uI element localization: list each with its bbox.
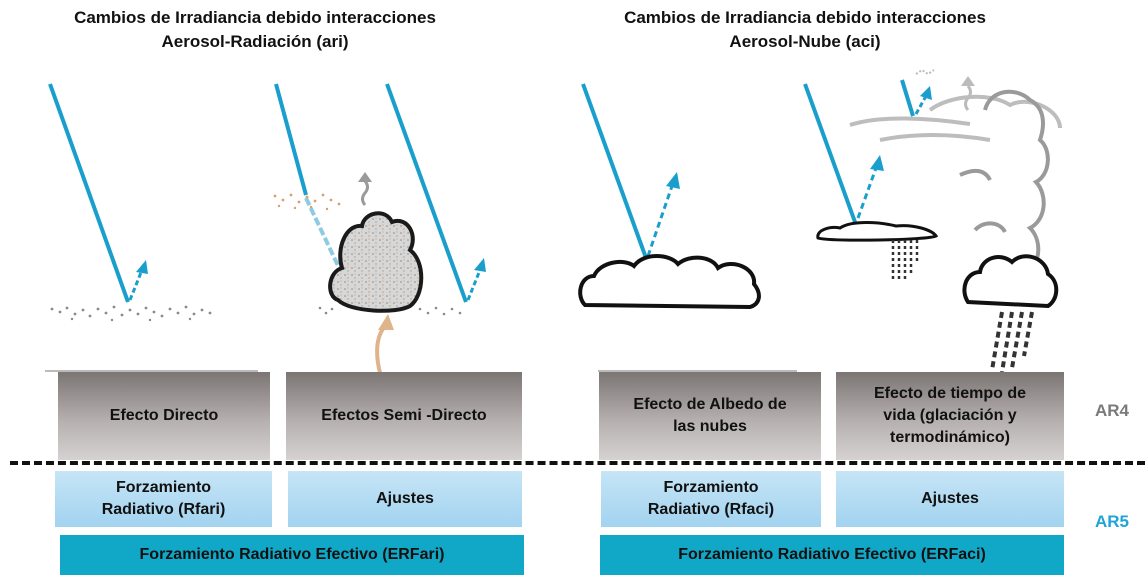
title-left-line-1: Cambios de Irradiancia debido interaccio… [74, 8, 436, 27]
albedo-line-2: las nubes [673, 418, 747, 435]
reflected-ray-icon [128, 260, 148, 301]
small-cloud-icon [816, 221, 939, 242]
sun-ray-icon [803, 83, 857, 223]
ar4-label: AR4 [1095, 401, 1130, 420]
panel-semi-direct-effect [273, 83, 486, 374]
direct-effect-label: Efecto Directo [109, 407, 219, 424]
albedo-line-1: Efecto de Albedo de [633, 396, 787, 413]
rain-icon [891, 240, 919, 282]
adjustments-left-label: Ajustes [376, 490, 434, 507]
title-right-line-1: Cambios de Irradiancia debido interaccio… [624, 8, 986, 27]
sun-ray-icon [48, 83, 130, 303]
erfari-label: Forzamiento Radiativo Efectivo (ERFari) [139, 546, 445, 563]
heat-wavy-icon [361, 180, 369, 206]
aerosol-layer-icon [50, 305, 212, 322]
box-lifetime-effect: Efecto de tiempo de vida (glaciación y t… [836, 372, 1064, 460]
rfaci-line-2: Radiativo (Rfaci) [647, 501, 775, 518]
box-rfaci: Forzamiento Radiativo (Rfaci) [601, 471, 821, 527]
lifetime-line-3: termodinámico) [889, 429, 1010, 446]
bar-erfaci: Forzamiento Radiativo Efectivo (ERFaci) [600, 535, 1064, 575]
reflected-ray-icon [856, 155, 884, 219]
sun-ray-icon [274, 83, 308, 196]
rfaci-line-1: Forzamiento [663, 479, 759, 496]
absorbing-aerosol-icon [273, 193, 341, 211]
anvil-cloud-icon [849, 94, 1062, 142]
box-adjustments-right: Ajustes [836, 471, 1064, 527]
box-direct-effect: Efecto Directo [58, 372, 270, 460]
divider-ar4-ar5 [10, 461, 1145, 465]
box-rfari: Forzamiento Radiativo (Rfari) [55, 471, 272, 527]
title-right-line-2: Aerosol-Nube (aci) [729, 32, 881, 51]
sun-ray-icon [385, 83, 468, 303]
absorbed-ray-icon [304, 197, 342, 271]
reflected-ray-icon [466, 258, 486, 301]
cloud-icon [328, 211, 424, 313]
reflected-ray-icon [646, 172, 680, 257]
title-aerosol-radiation: Cambios de Irradiancia debido interaccio… [20, 6, 490, 54]
heat-updraft-icon [375, 314, 394, 374]
lifetime-line-1: Efecto de tiempo de [873, 385, 1027, 402]
lifetime-line-2: vida (glaciación y [883, 407, 1017, 424]
semi-direct-effect-label: Efectos Semi -Directo [321, 407, 487, 424]
title-left-line-2: Aerosol-Radiación (ari) [161, 32, 349, 51]
rfari-line-2: Radiativo (Rfari) [101, 501, 226, 518]
rfari-line-1: Forzamiento [115, 479, 212, 496]
ice-crystal-icon [915, 68, 935, 76]
reflected-ray-icon [914, 86, 932, 115]
cloud-icon [578, 254, 761, 310]
title-aerosol-cloud: Cambios de Irradiancia debido interaccio… [575, 6, 1035, 54]
panel-lifetime-effect [803, 68, 1062, 373]
sun-ray-icon [900, 79, 915, 117]
panel-cloud-albedo-effect [578, 83, 797, 372]
box-cloud-albedo-effect: Efecto de Albedo de las nubes [599, 372, 821, 460]
bar-erfari: Forzamiento Radiativo Efectivo (ERFari) [60, 535, 524, 575]
convective-cloud-icon [959, 89, 1059, 309]
aerosol-layer-icon [318, 306, 462, 316]
ar5-label: AR5 [1095, 512, 1130, 531]
rain-icon [990, 311, 1034, 373]
box-semi-direct-effect: Efectos Semi -Directo [286, 372, 522, 460]
box-adjustments-left: Ajustes [288, 471, 522, 527]
sun-ray-icon [581, 83, 648, 259]
panel-direct-effect [45, 83, 258, 372]
adjustments-right-label: Ajustes [921, 490, 979, 507]
erfaci-label: Forzamiento Radiativo Efectivo (ERFaci) [678, 546, 986, 563]
